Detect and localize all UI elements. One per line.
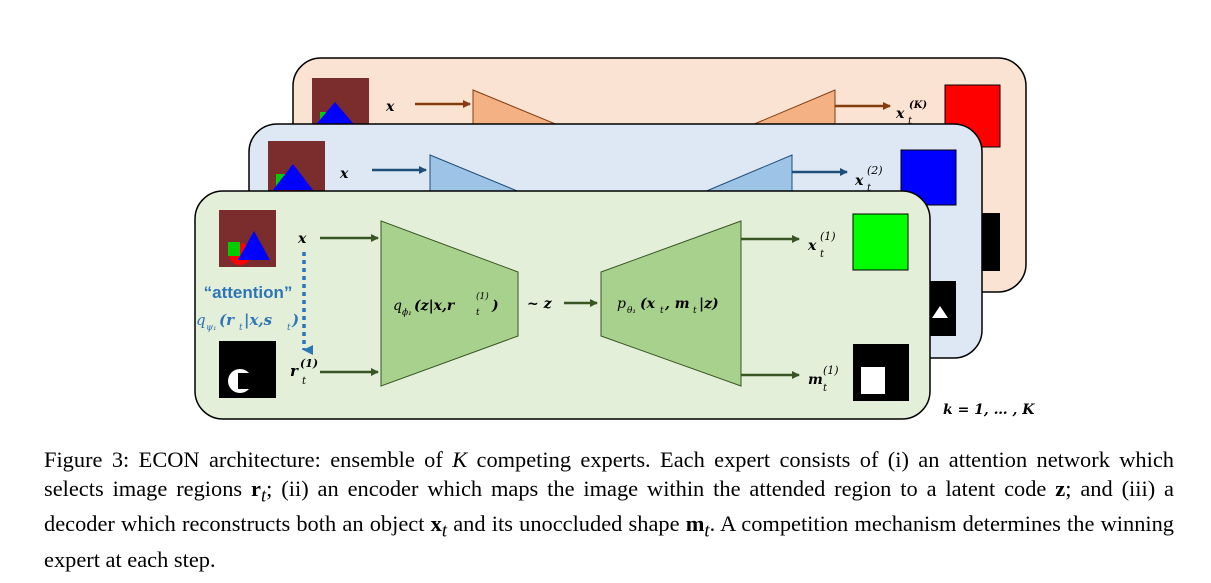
svg-text:): )	[491, 298, 499, 314]
mask-label: r	[290, 362, 299, 380]
svg-text:t: t	[693, 306, 697, 316]
svg-text:(1): (1)	[476, 291, 489, 302]
caption-z: z	[1055, 475, 1066, 501]
svg-text:t: t	[239, 323, 243, 333]
svg-text:q: q	[393, 298, 402, 314]
caption-part3: ; (ii) an encoder which maps the image w…	[266, 475, 1056, 501]
expert-k-output-label: x	[895, 106, 905, 122]
svg-text:θ₁: θ₁	[627, 306, 636, 316]
decoder-formula: p θ₁ (x t , m t |z)	[617, 296, 719, 316]
encoder-trapezoid	[380, 220, 519, 387]
expert-1-panel: “attention” q ψ₁ (r t |x,s t ) x r (1) t…	[194, 190, 931, 420]
svg-text:ϕ₁: ϕ₁	[402, 308, 412, 318]
caption-m: m	[685, 511, 705, 537]
expert-1-object-sup: (1)	[820, 230, 836, 243]
caption-figure-label: Figure 3:	[44, 447, 130, 472]
expert-1-mask-out-sup: (1)	[823, 364, 839, 377]
caption-part2: competing experts. Each expert consists …	[44, 447, 1174, 501]
svg-text:|z): |z)	[699, 296, 719, 312]
expert-k-output-sub: t	[908, 116, 913, 127]
svg-text:): )	[291, 311, 299, 329]
expert-1-background	[194, 190, 931, 420]
caption-k: K	[452, 447, 468, 472]
expert-1-output-mask-shape	[861, 367, 885, 394]
expert-2-input-triangle	[273, 164, 313, 190]
svg-text:(z|x,r: (z|x,r	[414, 298, 456, 314]
caption-econ: ECON	[138, 447, 200, 472]
expert-2-output-mask-shape	[932, 306, 948, 318]
k-range-label: k = 1, … , K	[943, 402, 1035, 418]
expert-1-input-square	[228, 242, 240, 256]
svg-text:|x,s: |x,s	[244, 311, 273, 329]
caption-part1: architecture: ensemble of	[199, 447, 453, 472]
caption-part6: . A competition mechanism determines the…	[44, 511, 1175, 573]
caption-r: r	[251, 475, 261, 501]
expert-1-input-triangle	[238, 231, 270, 260]
figure-caption: Figure 3: ECON architecture: ensemble of…	[44, 446, 1174, 575]
expert-1-object-sub: t	[820, 249, 825, 260]
caption-part5: and its unoccluded shape	[447, 511, 686, 537]
attention-formula: q ψ₁ (r t |x,s t )	[196, 311, 299, 333]
mask-label-sup: (1)	[300, 357, 318, 370]
expert-1-mask-out-label: m	[808, 372, 823, 388]
caption-x: x	[430, 511, 442, 537]
svg-text:t: t	[660, 306, 664, 316]
caption-m-sub: t	[704, 520, 710, 542]
svg-text:t: t	[287, 323, 291, 333]
attention-title: “attention”	[204, 283, 293, 302]
svg-text:t: t	[476, 308, 480, 318]
svg-text:, m: , m	[664, 296, 690, 312]
mask-label-sub: t	[302, 376, 307, 387]
expert-1-object-label: x	[807, 238, 817, 254]
expert-2-output-sup: (2)	[867, 164, 883, 177]
svg-text:ψ₁: ψ₁	[206, 323, 217, 333]
svg-text:q: q	[196, 311, 206, 329]
caption-part4: ; and (iii) a decoder which reconstructs…	[44, 475, 1174, 537]
econ-architecture-diagram: x x (K) t x x (2) t	[194, 57, 1035, 420]
caption-x-sub: t	[441, 520, 448, 542]
expert-1-mask-out-sub: t	[823, 383, 828, 394]
svg-text:(r: (r	[219, 311, 235, 329]
encoder-formula: q ϕ₁ (z|x,r t (1) )	[393, 291, 499, 318]
expert-2-output-sub: t	[867, 183, 872, 194]
expert-k-output-sup: (K)	[909, 100, 927, 111]
caption-r-sub: t	[260, 484, 267, 506]
latent-label: ~ z	[527, 296, 553, 312]
decoder-trapezoid	[600, 220, 742, 387]
expert-1-attention-mask-cut	[238, 373, 252, 389]
expert-2-output-mask	[930, 281, 956, 336]
expert-k-input-triangle	[313, 102, 357, 128]
expert-k-input-label: x	[385, 99, 395, 115]
expert-2-input-label: x	[339, 166, 349, 182]
svg-text:p: p	[617, 296, 626, 312]
expert-1-input-label: x	[297, 231, 307, 247]
expert-1-output-object	[852, 213, 909, 271]
expert-2-output-label: x	[854, 173, 864, 189]
svg-text:(x: (x	[640, 296, 656, 312]
